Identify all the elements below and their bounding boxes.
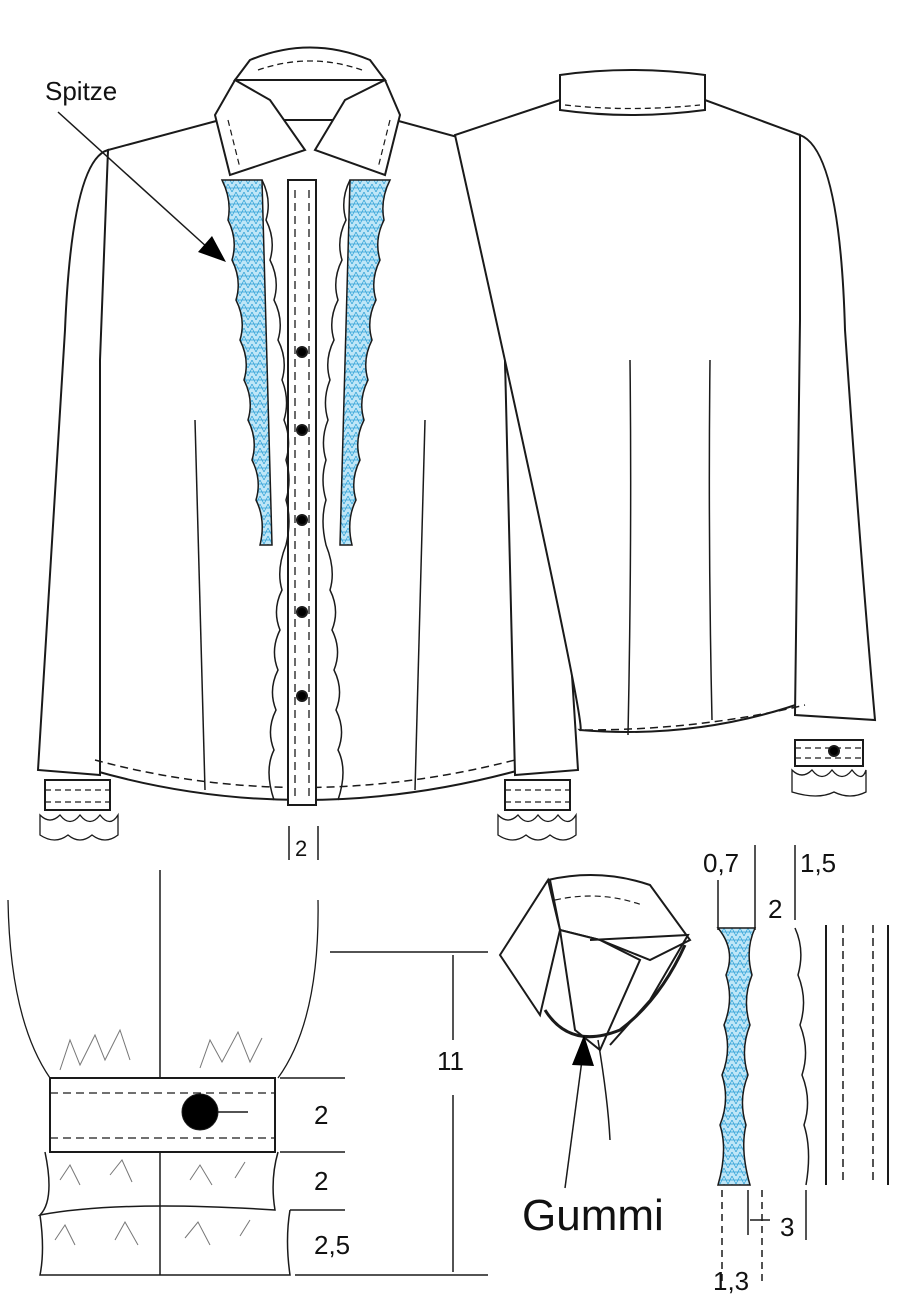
front-right-cuff — [504, 779, 571, 811]
collar-left — [213, 78, 307, 177]
strip-detail — [716, 845, 889, 1285]
left-sleeve — [36, 148, 110, 777]
seam-allowance-label: 1,3 — [713, 1266, 749, 1296]
cuff-band-label: 2 — [314, 1100, 328, 1130]
lace-arrowhead — [198, 236, 226, 262]
collar-right — [313, 78, 402, 177]
strip-width-a-label: 1,5 — [800, 848, 836, 878]
front-button-5 — [296, 690, 308, 702]
back-cuff-button — [828, 745, 840, 757]
back-view — [453, 69, 877, 797]
lace-strip-detail — [716, 927, 757, 1186]
elastic-leader-line — [564, 1059, 583, 1189]
front-button-2 — [296, 424, 308, 436]
back-collar — [559, 69, 706, 116]
lace-label: Spitze — [45, 76, 117, 106]
cuff-detail-button — [181, 1093, 219, 1131]
cuff-height-label: 11 — [437, 1046, 464, 1076]
front-button-4 — [296, 606, 308, 618]
lace-trim-left — [220, 179, 273, 546]
lace-trim-right — [339, 179, 392, 546]
ruffle-top-label: 2 — [314, 1166, 328, 1196]
hem-allowance-label: 3 — [780, 1212, 794, 1242]
lace-width-label: 0,7 — [703, 848, 739, 878]
collar-detail — [498, 874, 692, 1141]
lace-leader-line — [57, 111, 209, 249]
ruffle-bottom-label: 2,5 — [314, 1230, 350, 1260]
elastic-arrowhead — [572, 1035, 594, 1066]
collar-stand — [233, 46, 387, 81]
front-button-3 — [296, 514, 308, 526]
cuff-detail — [7, 870, 488, 1276]
front-left-cuff — [44, 779, 111, 811]
back-sleeve — [793, 133, 877, 722]
placket-width-label: 2 — [295, 836, 307, 861]
strip-width-b-label: 2 — [768, 894, 782, 924]
elastic-label: Gummi — [522, 1191, 664, 1240]
front-placket — [287, 179, 317, 806]
cuff-detail-band — [49, 1077, 276, 1153]
front-button-1 — [296, 346, 308, 358]
placket-dimension — [288, 826, 319, 860]
